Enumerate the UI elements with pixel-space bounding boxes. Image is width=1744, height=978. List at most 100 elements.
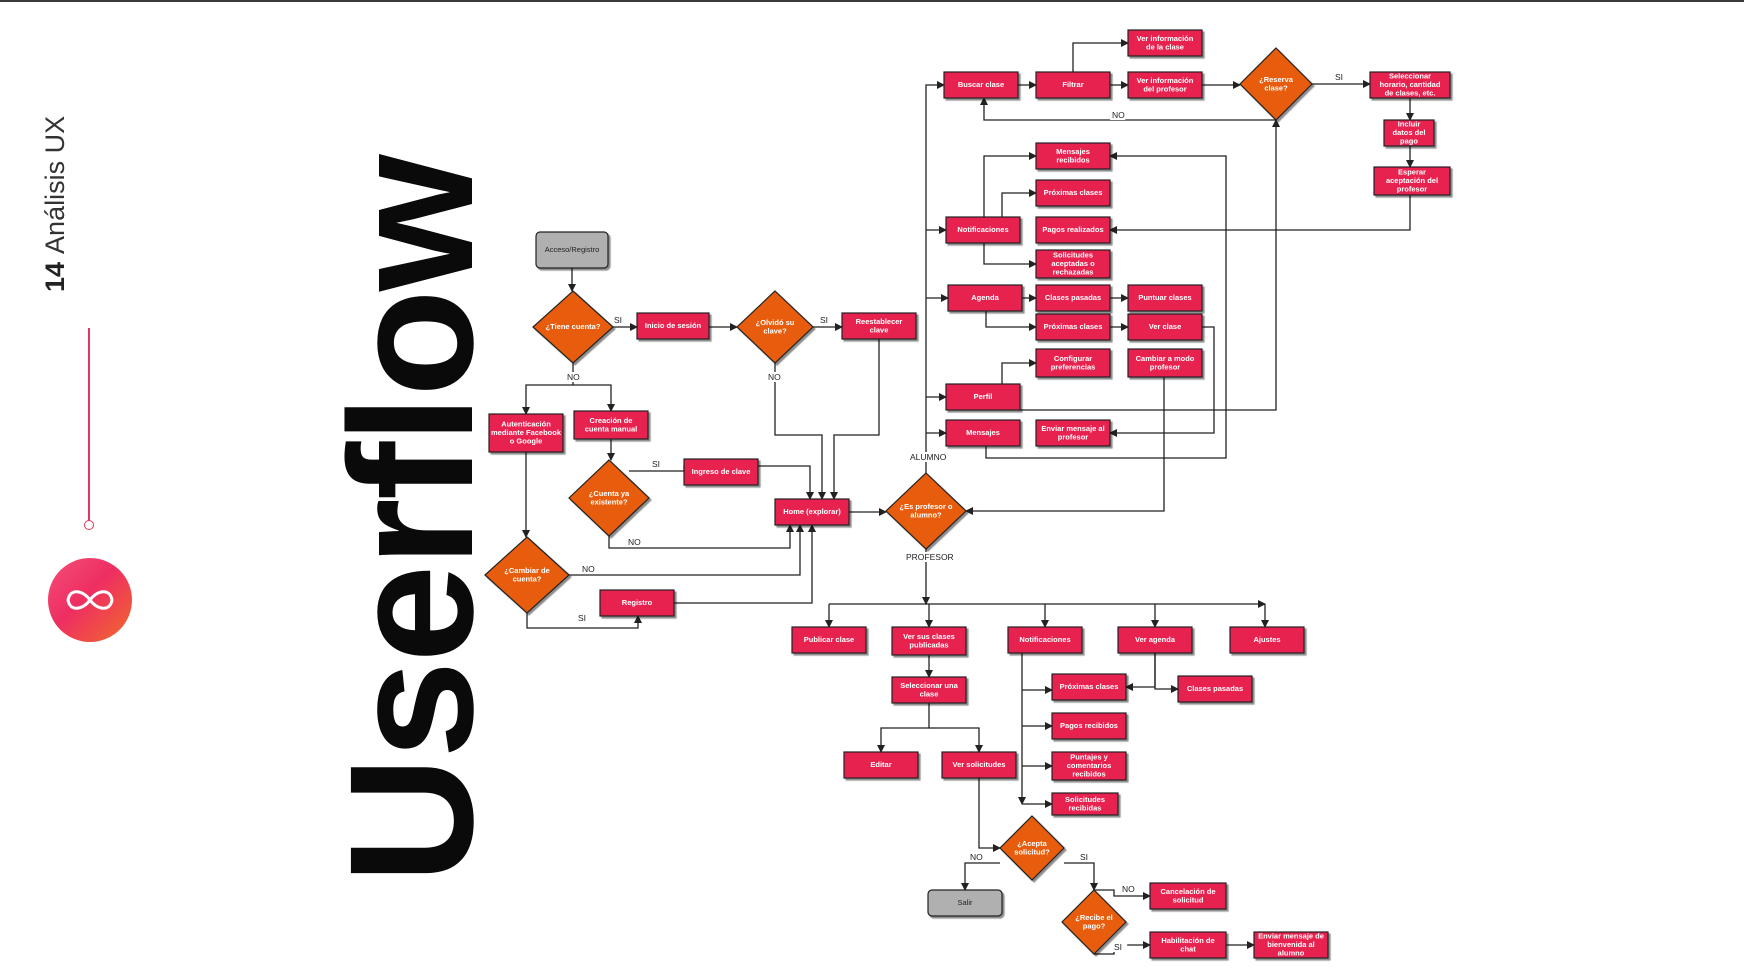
node-label: Ajustes <box>1253 635 1280 644</box>
flow-connector-32 <box>983 243 1037 268</box>
edge-label-l-si3: SI <box>652 459 660 469</box>
edge-label-l-si7: SI <box>1114 942 1122 952</box>
node-label: Perfil <box>974 392 993 401</box>
process-box <box>1149 931 1227 959</box>
flow-connector-29 <box>1109 195 1411 234</box>
flow-connector-57 <box>1154 653 1179 693</box>
process-box <box>1007 626 1083 654</box>
diagram-edges <box>522 39 1414 955</box>
diagram-nodes: Acceso/Registro¿Tiene cuenta?Inicio de s… <box>484 29 1451 959</box>
node-n-ingreso: Ingreso de clave <box>683 458 759 486</box>
node-label: Pagos recibidos <box>1060 721 1118 730</box>
process-box <box>573 410 649 440</box>
node-label: Ver solicitudes <box>953 760 1006 769</box>
flow-connector-22 <box>1072 39 1129 72</box>
node-label: Agenda <box>971 293 999 302</box>
node-n-clases-pasadas-p: Clases pasadas <box>1177 675 1253 703</box>
node-label: Filtrar <box>1062 80 1083 89</box>
edge-label-l-si1: SI <box>614 315 622 325</box>
node-label: Próximas clases <box>1044 188 1103 197</box>
flow-connector-39 <box>1020 119 1280 411</box>
edge-label-l-no3: NO <box>628 537 641 547</box>
node-label: Pagos realizados <box>1042 225 1103 234</box>
edge-label-bg <box>1110 110 1126 120</box>
process-box <box>791 626 867 654</box>
node-label: Home (explorar) <box>783 507 841 516</box>
node-n-inicio: Inicio de sesión <box>636 312 710 340</box>
flow-connector-38 <box>1001 359 1037 384</box>
flow-connector-4 <box>522 363 574 415</box>
decision-diamond <box>484 536 570 614</box>
node-n-acceso: Acceso/Registro <box>535 231 609 269</box>
edge-label-bg <box>1078 852 1094 862</box>
terminal-box <box>927 889 1003 917</box>
flow-connector-16 <box>925 81 945 473</box>
process-box <box>941 751 1017 779</box>
process-box <box>774 498 850 526</box>
process-box <box>943 71 1019 99</box>
node-label: Próximas clases <box>1044 322 1103 331</box>
node-label: Ingreso de clave <box>692 467 751 476</box>
process-box <box>1229 626 1305 654</box>
process-box <box>1253 931 1329 959</box>
process-box <box>945 419 1021 447</box>
process-box <box>1051 792 1119 816</box>
node-label: Editar <box>870 760 891 769</box>
process-box <box>945 383 1021 411</box>
decision-diamond <box>999 815 1065 881</box>
process-box <box>1149 882 1227 910</box>
process-box <box>1127 313 1203 341</box>
decision-diamond <box>1239 47 1313 121</box>
node-n-ver-solic: Ver solicitudes <box>941 751 1017 779</box>
process-box <box>1051 712 1127 740</box>
process-box <box>1177 675 1253 703</box>
edge-label-bg <box>580 564 596 574</box>
node-n-ver-agenda: Ver agenda <box>1117 626 1193 654</box>
node-label: Puntuar clases <box>1138 293 1191 302</box>
process-box <box>1373 166 1451 196</box>
decision-diamond <box>885 472 967 550</box>
flow-connector-7 <box>774 363 826 500</box>
edge-label-bg <box>1120 884 1136 894</box>
process-box <box>1035 284 1111 312</box>
process-box <box>947 284 1023 312</box>
flow-connector-26 <box>980 97 1276 121</box>
edge-label-l-no2: NO <box>768 372 781 382</box>
flow-connector-63 <box>1094 889 1151 900</box>
process-box <box>1035 216 1111 244</box>
node-n-mensajes: Mensajes <box>945 419 1021 447</box>
infinity-logo-icon <box>48 558 132 642</box>
edge-label-bg <box>908 452 946 462</box>
flow-connector-12 <box>569 524 804 576</box>
node-n-notif-p: Notificaciones <box>1007 626 1083 654</box>
edge-label-bg <box>612 315 628 325</box>
edge-label-l-si5: SI <box>1335 72 1343 82</box>
flow-connector-59 <box>978 778 1001 852</box>
decision-diamond <box>532 290 614 364</box>
